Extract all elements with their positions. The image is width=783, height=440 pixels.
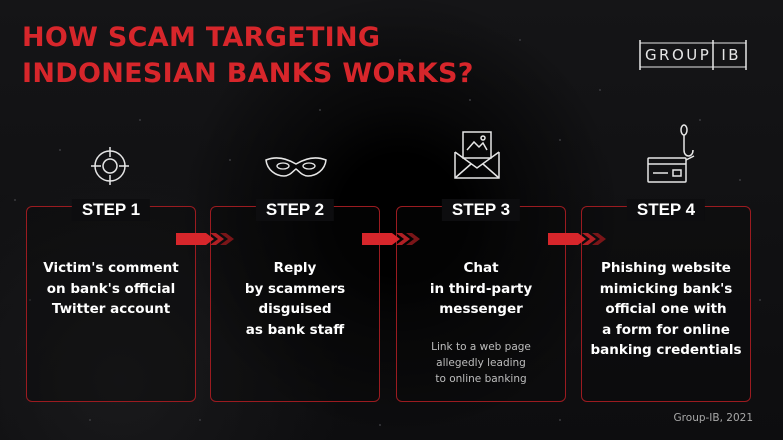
- step-3-line: messenger: [439, 301, 523, 317]
- step-1-description: Victim's comment on bank's official Twit…: [27, 258, 195, 320]
- title-line-2: INDONESIAN BANKS WORKS?: [22, 58, 474, 89]
- step-1-label: STEP 1: [71, 199, 151, 221]
- step-4-card: [581, 206, 751, 402]
- step-2-line: disguised: [258, 301, 332, 317]
- step-2-line: by scammers: [244, 280, 346, 297]
- step-3-label: STEP 3: [441, 199, 521, 221]
- step-4-line: banking credentials: [590, 342, 742, 358]
- step-3-description: Chat in third-party messenger: [397, 258, 565, 320]
- step-2-card: [210, 206, 380, 402]
- step-3-line: in third-party: [429, 280, 533, 297]
- step-3-note-line: allegedly leading: [436, 357, 526, 369]
- step-1-card: [26, 206, 196, 402]
- logo-text-group: GROUP: [644, 46, 712, 64]
- arrow-icon: [362, 233, 420, 245]
- logo-frame: [639, 40, 747, 70]
- step-3-line: Chat: [463, 260, 499, 276]
- step-4-line: a form for online: [602, 321, 730, 338]
- envelope-icon: [454, 131, 500, 179]
- step-2-label: STEP 2: [255, 199, 335, 221]
- step-4-label: STEP 4: [626, 199, 706, 221]
- step-2-line: Reply: [273, 260, 317, 276]
- group-ib-logo: GROUP IB: [639, 40, 747, 70]
- step-4-line: official one with: [605, 301, 727, 317]
- step-4-line: mimicking bank's: [599, 280, 733, 297]
- page-title: HOW SCAM TARGETING INDONESIAN BANKS WORK…: [22, 20, 474, 92]
- step-2-line: as bank staff: [245, 321, 345, 338]
- step-3-note-line: Link to a web page: [431, 341, 531, 353]
- step-3-card: [396, 206, 566, 402]
- arrow-icon: [176, 233, 234, 245]
- logo-text: GROUP IB: [639, 40, 747, 70]
- logo-text-ib: IB: [721, 46, 742, 64]
- step-4-description: Phishing website mimicking bank's offici…: [582, 258, 750, 361]
- fishing-hook-card-icon: [647, 124, 695, 183]
- step-3-note: Link to a web page allegedly leading to …: [397, 339, 565, 387]
- step-2-description: Reply by scammers disguised as bank staf…: [211, 258, 379, 340]
- mask-icon: [265, 157, 327, 177]
- step-1-line: Twitter account: [51, 301, 171, 317]
- arrow-icon: [548, 233, 606, 245]
- step-3-note-line: to online banking: [435, 373, 527, 385]
- step-1-line: on bank's official: [46, 280, 176, 297]
- step-4-line: Phishing website: [601, 260, 731, 276]
- crosshair-icon: [91, 147, 129, 185]
- step-1-line: Victim's comment: [43, 260, 179, 276]
- title-line-1: HOW SCAM TARGETING: [22, 22, 381, 53]
- source-credit: Group-IB, 2021: [673, 412, 753, 424]
